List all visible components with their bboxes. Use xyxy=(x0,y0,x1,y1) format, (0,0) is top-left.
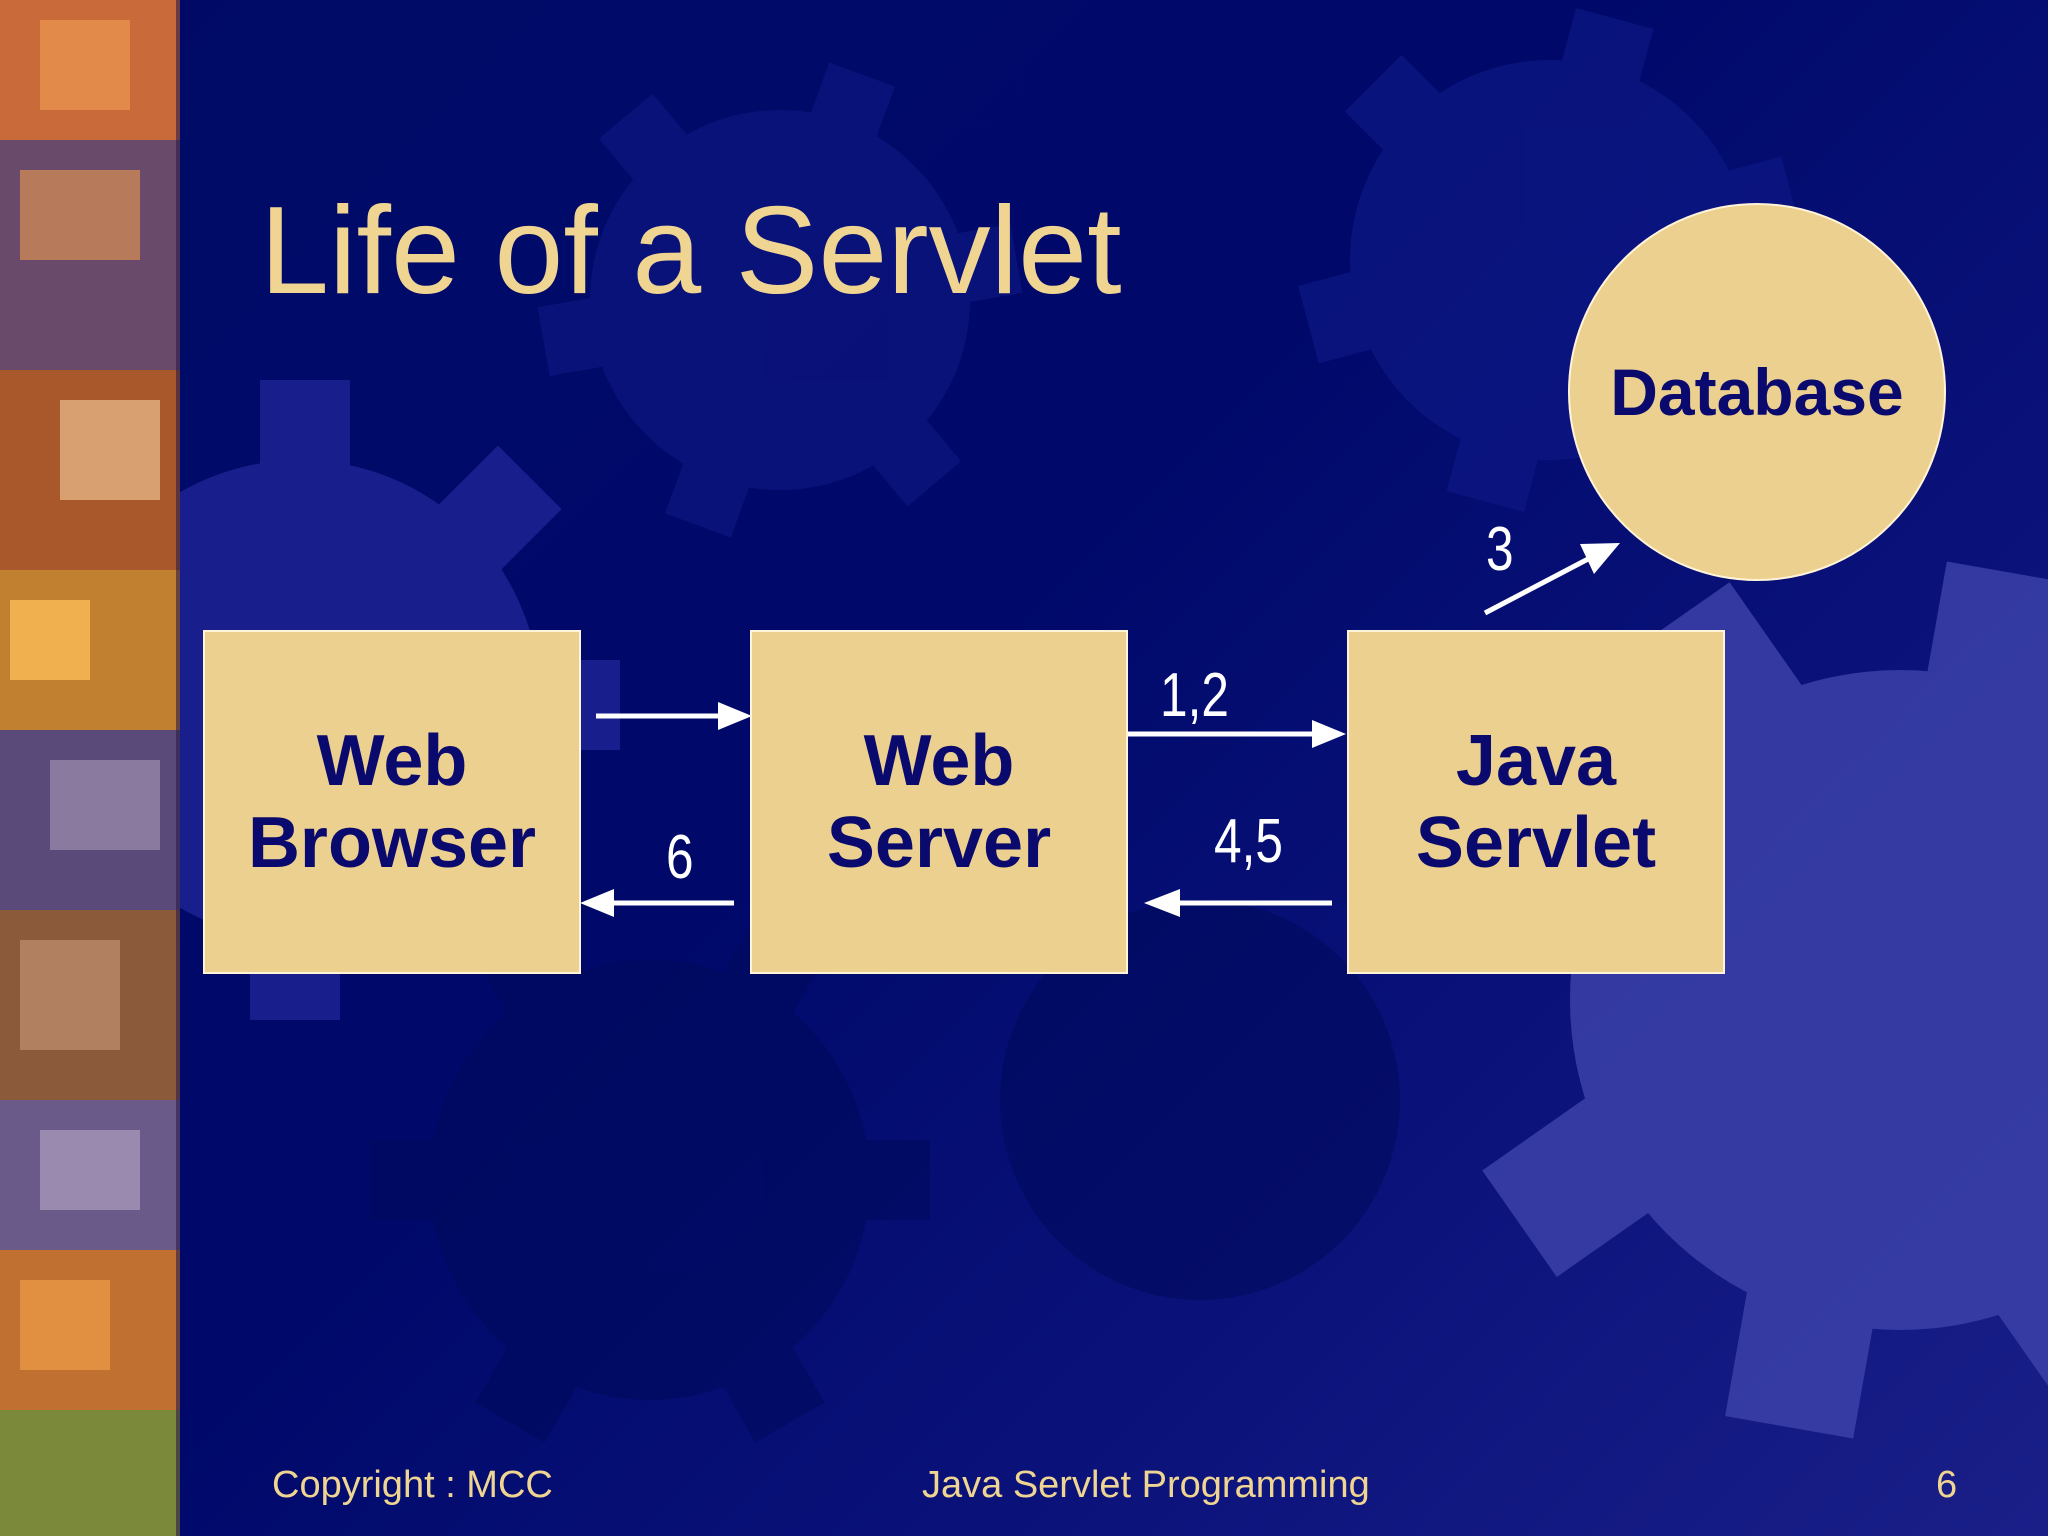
footer-copyright: Copyright : MCC xyxy=(272,1464,553,1506)
web-browser-box: Web Browser xyxy=(203,630,581,974)
side-strip-decoration xyxy=(0,0,180,1536)
web-server-label-line1: Web xyxy=(863,721,1015,801)
slide-title: Life of a Servlet xyxy=(260,182,1122,320)
web-browser-label-line2: Browser xyxy=(247,803,537,883)
footer-page-number: 6 xyxy=(1936,1464,1958,1506)
web-server-label-line2: Server xyxy=(826,803,1052,883)
arrow-servlet-to-server xyxy=(1144,889,1332,917)
arrow-server-to-browser xyxy=(580,889,734,917)
footer-course-title: Java Servlet Programming xyxy=(922,1464,1370,1506)
web-browser-label-line1: Web xyxy=(316,721,468,801)
arrow-server-to-servlet xyxy=(1128,720,1346,748)
gear-top-icon xyxy=(537,62,1023,538)
database-circle: Database xyxy=(1568,203,1946,581)
step-label-4-5: 4,5 xyxy=(1214,807,1283,876)
gear-bottom-icon xyxy=(370,900,1400,1443)
step-label-6: 6 xyxy=(666,823,694,892)
step-label-1-2: 1,2 xyxy=(1160,661,1229,730)
arrow-browser-to-server xyxy=(596,702,752,730)
arrow-servlet-to-database xyxy=(1483,543,1620,616)
step-label-3: 3 xyxy=(1486,515,1514,584)
java-servlet-label-line1: Java xyxy=(1455,721,1617,801)
database-label: Database xyxy=(1610,355,1904,429)
web-server-box: Web Server xyxy=(750,630,1128,974)
java-servlet-box: Java Servlet xyxy=(1347,630,1725,974)
java-servlet-label-line2: Servlet xyxy=(1415,803,1657,883)
